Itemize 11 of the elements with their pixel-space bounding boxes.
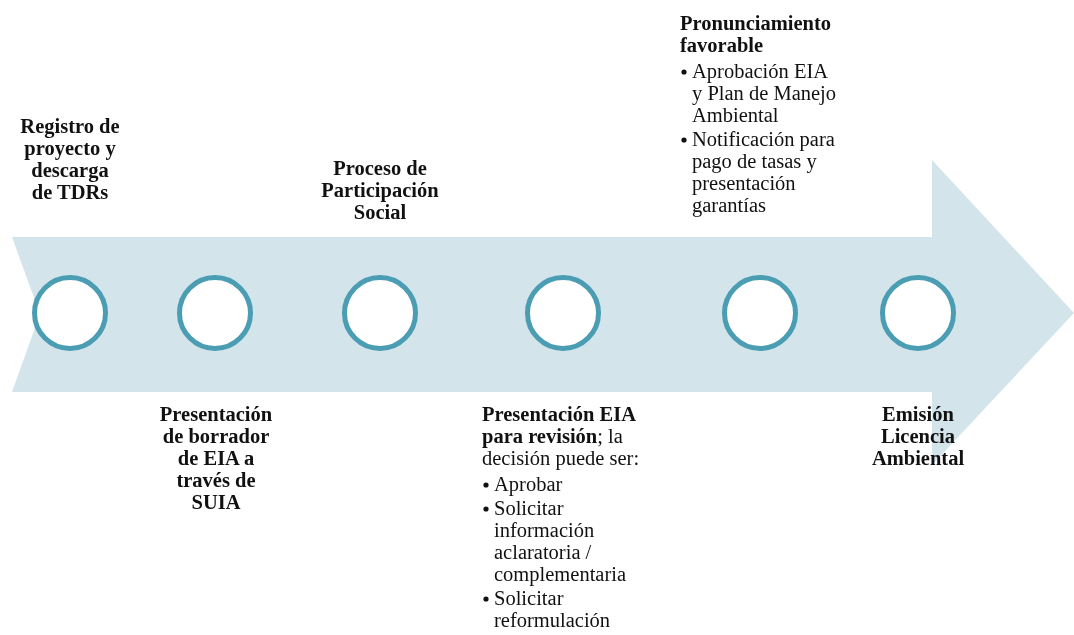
- bullet-item: Solicitar información aclaratoria / complementaria: [482, 497, 647, 585]
- step-label: Presentación EIA para revisión; la decisión puede ser:: [482, 403, 641, 469]
- step-label: Presentación de borrador de EIA a través de SUIA: [158, 403, 274, 513]
- bullet-item: Solicitar reformulación: [482, 587, 647, 631]
- step-label: Pronunciamiento favorable: [680, 12, 833, 56]
- step-label: Emisión Licencia Ambiental: [870, 403, 966, 469]
- step-label: Registro de proyecto y descarga de TDRs: [20, 115, 120, 203]
- bullet-item: Notificación para pago de tasas y presentación garantías: [680, 128, 842, 216]
- bullet-item: Aprobación EIA y Plan de Manejo Ambiental: [680, 60, 842, 126]
- step-label: Proceso de Participación Social: [320, 157, 440, 223]
- bullet-item: Aprobar: [482, 473, 647, 495]
